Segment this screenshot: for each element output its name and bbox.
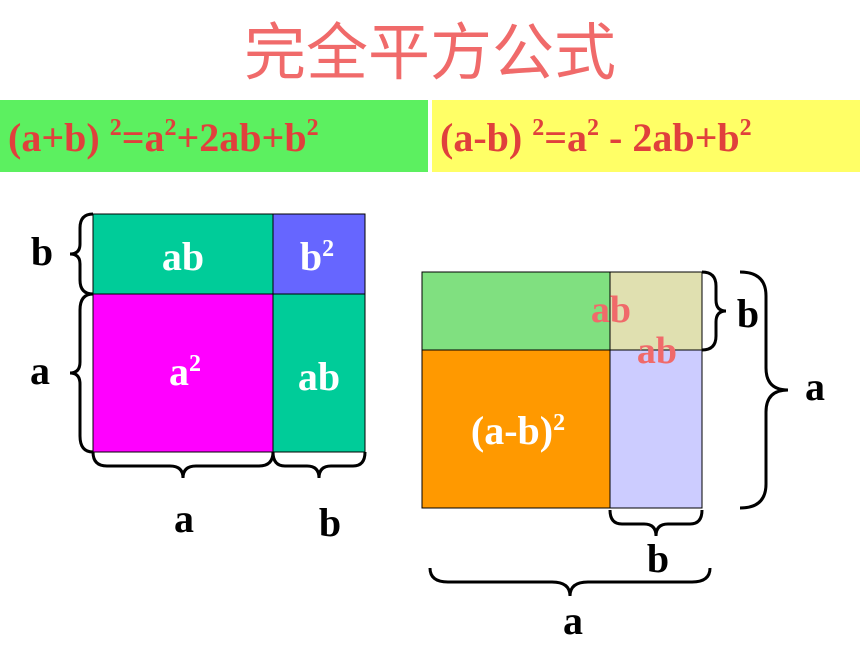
formula-diff-band: [432, 100, 860, 172]
left-label-a2-exp: 2: [189, 351, 201, 377]
left-cell-a2: [92, 293, 274, 453]
formula-sum-a-exp: 2: [164, 115, 177, 141]
left-brace-bottom-b: [271, 451, 367, 479]
right-label-ab-1: ab: [591, 289, 631, 331]
left-brace-a: [69, 292, 94, 454]
left-brace-b: [69, 212, 94, 296]
formula-sum-b-exp: 2: [306, 115, 319, 141]
formula-diff-lhs-exp: 2: [532, 115, 545, 141]
formula-sum-eq: =a: [121, 115, 165, 160]
right-brace-a: [739, 270, 789, 510]
left-brace-a-label: a: [30, 348, 50, 393]
left-label-a2: a2: [169, 349, 201, 394]
left-brace-bottom-a-label: a: [174, 496, 194, 541]
right-label-square: (a-b)2: [471, 408, 565, 453]
left-cell-b2: [272, 213, 366, 295]
right-rect-lavender: [609, 349, 703, 509]
left-diagram: ab b2 a2 ab b a a b: [30, 212, 367, 545]
formula-diff-mid: - 2ab+b: [599, 115, 740, 160]
formula-diff-eq: =a: [544, 115, 588, 160]
right-brace-a-label: a: [805, 364, 825, 409]
right-brace-b-label: b: [737, 291, 759, 336]
left-label-ab-right: ab: [298, 354, 340, 399]
right-label-square-exp: 2: [553, 410, 565, 436]
left-label-b2-exp: 2: [322, 236, 334, 262]
right-brace-b: [701, 270, 727, 352]
right-rect-top-green: [421, 271, 611, 351]
formula-sum-band: [0, 100, 428, 172]
right-brace-bottom-b-label: b: [647, 536, 669, 581]
left-label-b2: b2: [300, 234, 334, 279]
formula-sum-lhs: (a+b): [8, 115, 110, 160]
left-brace-bottom-b-label: b: [319, 500, 341, 545]
right-label-square-base: (a-b): [471, 408, 553, 453]
left-label-ab-top: ab: [162, 234, 204, 279]
right-brace-bottom-a-label: a: [563, 598, 583, 643]
formula-diff-lhs: (a-b): [440, 115, 533, 160]
right-brace-bottom-b: [608, 509, 704, 537]
right-brace-bottom-a: [428, 567, 712, 597]
left-brace-b-label: b: [31, 229, 53, 274]
formula-diff-a-exp: 2: [587, 115, 600, 141]
right-diagram: ab ab (a-b)2 b a b a: [421, 270, 825, 643]
formula-diff-b-exp: 2: [739, 115, 752, 141]
formula-sum-lhs-exp: 2: [109, 115, 122, 141]
left-label-a2-base: a: [169, 349, 189, 394]
formula-sum: (a+b) 2=a2+2ab+b2: [8, 108, 319, 168]
right-label-ab-2: ab: [637, 330, 677, 372]
formula-sum-mid: +2ab+b: [176, 115, 307, 160]
formula-diff: (a-b) 2=a2 - 2ab+b2: [440, 108, 752, 168]
left-cell-ab-right: [272, 293, 366, 453]
page-title: 完全平方公式: [243, 16, 616, 89]
left-cell-ab-top: [92, 213, 274, 295]
left-label-b2-base: b: [300, 234, 322, 279]
right-rect-overlap: [609, 271, 703, 351]
right-square-a-minus-b: [421, 349, 611, 509]
left-brace-bottom-a: [91, 451, 275, 479]
